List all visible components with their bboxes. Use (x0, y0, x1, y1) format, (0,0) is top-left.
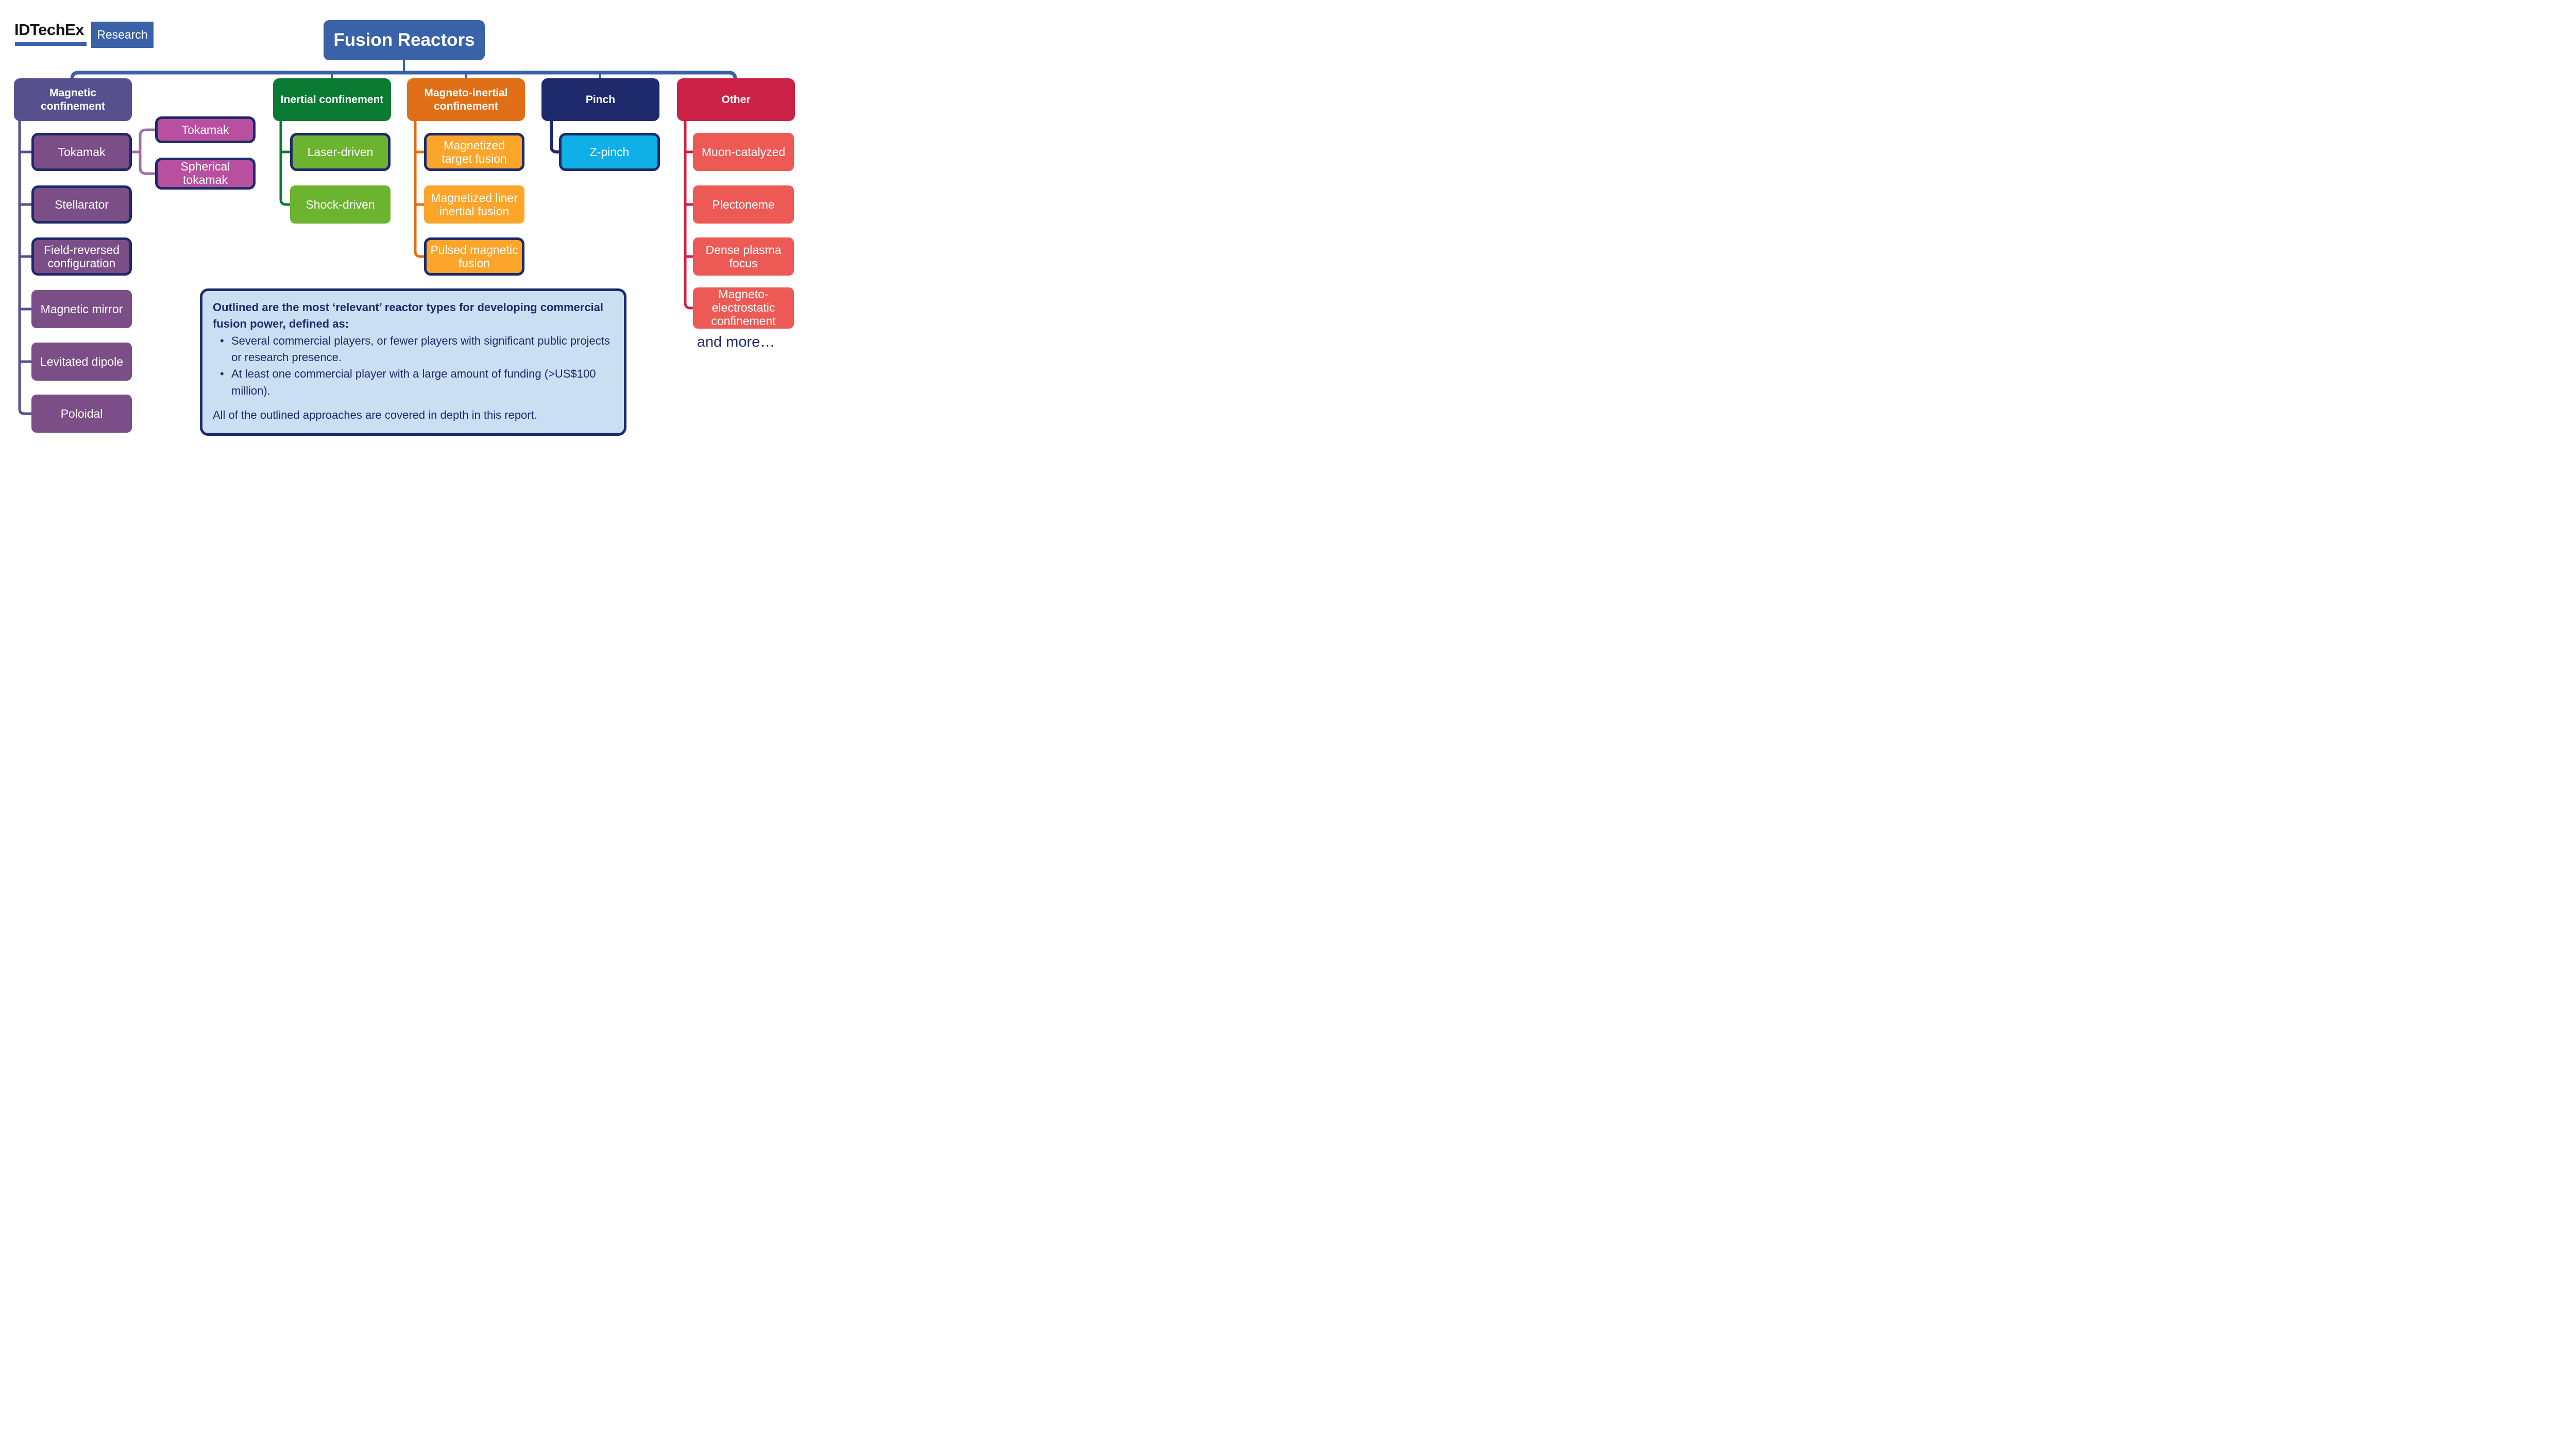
connector-lines (18, 60, 737, 415)
node-levitated-dipole: Levitated dipole (31, 343, 132, 381)
fusion-reactors-diagram: IDTechEx Research Fusion Reactors Magnet… (0, 0, 808, 454)
connector-magneto-stubs (415, 150, 425, 206)
node-pulsed-magnetic-fusion: Pulsed magnetic fusion (424, 237, 524, 276)
node-dense-plasma-focus: Dense plasma focus (693, 237, 794, 276)
root-node-fusion-reactors: Fusion Reactors (324, 20, 485, 60)
node-spherical-tokamak: Spherical tokamak (155, 158, 256, 190)
node-plectoneme: Plectoneme (693, 185, 794, 224)
note-bullet-list: Several commercial players, or fewer pla… (213, 333, 614, 399)
column-header-inertial-confinement: Inertial confinement (273, 78, 391, 121)
node-z-pinch: Z-pinch (559, 133, 660, 171)
node-magnetic-mirror: Magnetic mirror (31, 290, 132, 328)
node-laser-driven: Laser-driven (290, 133, 391, 171)
column-header-magnetic-confinement: Magnetic confinement (14, 78, 132, 121)
note-bullet: Several commercial players, or fewer pla… (213, 333, 614, 366)
connector-root-rail (70, 71, 737, 82)
node-shock-driven: Shock-driven (290, 185, 391, 224)
and-more-label: and more… (697, 334, 775, 350)
research-badge: Research (91, 22, 154, 48)
idtechex-logo-underline (15, 42, 87, 46)
column-header-other: Other (677, 78, 795, 121)
node-magnetized-target-fusion: Magnetized target fusion (424, 133, 524, 171)
connector-inertial-trunk (279, 120, 291, 206)
note-bullet: At least one commercial player with a la… (213, 366, 614, 399)
connector-magnetic-trunk (18, 120, 32, 415)
connector-magneto-trunk (414, 120, 425, 258)
connector-other-trunk (684, 120, 693, 310)
connector-magnetic-stubs (20, 150, 32, 363)
node-poloidal: Poloidal (31, 395, 132, 433)
node-tokamak: Tokamak (31, 133, 132, 171)
column-header-magneto-inertial-confinement: Magneto-inertial confinement (407, 78, 525, 121)
note-intro: Outlined are the most ‘relevant’ reactor… (213, 301, 604, 331)
node-magnetized-liner-inertial-fusion: Magnetized liner inertial fusion (424, 185, 524, 224)
column-header-pinch: Pinch (541, 78, 659, 121)
note-footer: All of the outlined approaches are cover… (213, 408, 537, 421)
node-stellarator: Stellarator (31, 185, 132, 224)
connector-other-stubs (685, 150, 693, 258)
connector-pinch-trunk (550, 120, 560, 154)
idtechex-logo: IDTechEx (14, 21, 84, 39)
node-field-reversed-configuration: Field-reversed configuration (31, 237, 132, 276)
node-magneto-electrostatic-confinement: Magneto-electrostatic confinement (693, 287, 794, 329)
node-muon-catalyzed: Muon-catalyzed (693, 133, 794, 171)
relevance-note-box: Outlined are the most ‘relevant’ reactor… (200, 288, 626, 436)
node-tokamak-variant: Tokamak (155, 116, 256, 143)
connector-tokamak-variants (139, 128, 156, 175)
